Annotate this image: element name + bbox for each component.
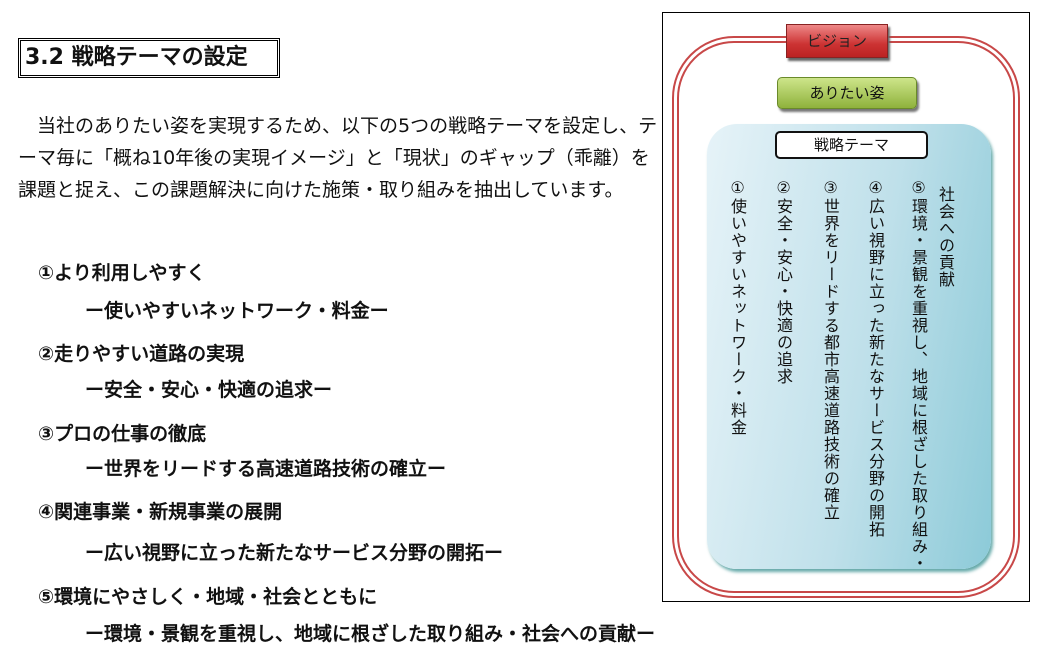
- theme-5-label: ⑤環境にやさしく・地域・社会とともに: [38, 586, 378, 608]
- theme-1-sub: ー使いやすいネットワーク・料金ー: [85, 300, 389, 322]
- theme-4-sub: ー広い視野に立った新たなサービス分野の開拓ー: [85, 542, 504, 564]
- vision-label: ビジョン: [786, 24, 888, 58]
- diagram-theme-5-cont: 社会への貢献: [936, 186, 955, 288]
- diagram-theme-2: ②安全・安心・快適の追求: [774, 178, 793, 385]
- theme-1-label: ①より利用しやすく: [38, 262, 206, 284]
- theme-3-sub: ー世界をリードする高速道路技術の確立ー: [85, 458, 447, 480]
- theme-3-label: ③プロの仕事の徹底: [38, 423, 207, 445]
- strategy-theme-title: 戦略テーマ: [775, 131, 928, 159]
- diagram-theme-5: ⑤環境・景観を重視し、地域に根ざした取り組み・: [909, 178, 928, 572]
- intro-paragraph: 当社のありたい姿を実現するため、以下の5つの戦略テーマを設定し、テーマ毎に「概ね…: [18, 115, 658, 201]
- diagram-theme-4: ④広い視野に立った新たなサービス分野の開拓: [866, 178, 885, 538]
- diagram-theme-3: ③世界をリードする都市高速道路技術の確立: [821, 178, 840, 521]
- theme-2-label: ②走りやすい道路の実現: [38, 343, 245, 365]
- diagram-theme-1: ①使いやすいネットワーク・料金: [728, 178, 747, 436]
- diagram-frame: [662, 12, 1030, 602]
- ideal-label: ありたい姿: [777, 77, 917, 109]
- theme-2-sub: ー安全・安心・快適の追求ー: [85, 379, 333, 401]
- theme-5-sub: ー環境・景観を重視し、地域に根ざした取り組み・社会への貢献ー: [85, 623, 656, 645]
- section-heading: 3.2 戦略テーマの設定: [18, 38, 280, 78]
- strategy-panel: [707, 124, 991, 569]
- theme-4-label: ④関連事業・新規事業の展開: [38, 501, 283, 523]
